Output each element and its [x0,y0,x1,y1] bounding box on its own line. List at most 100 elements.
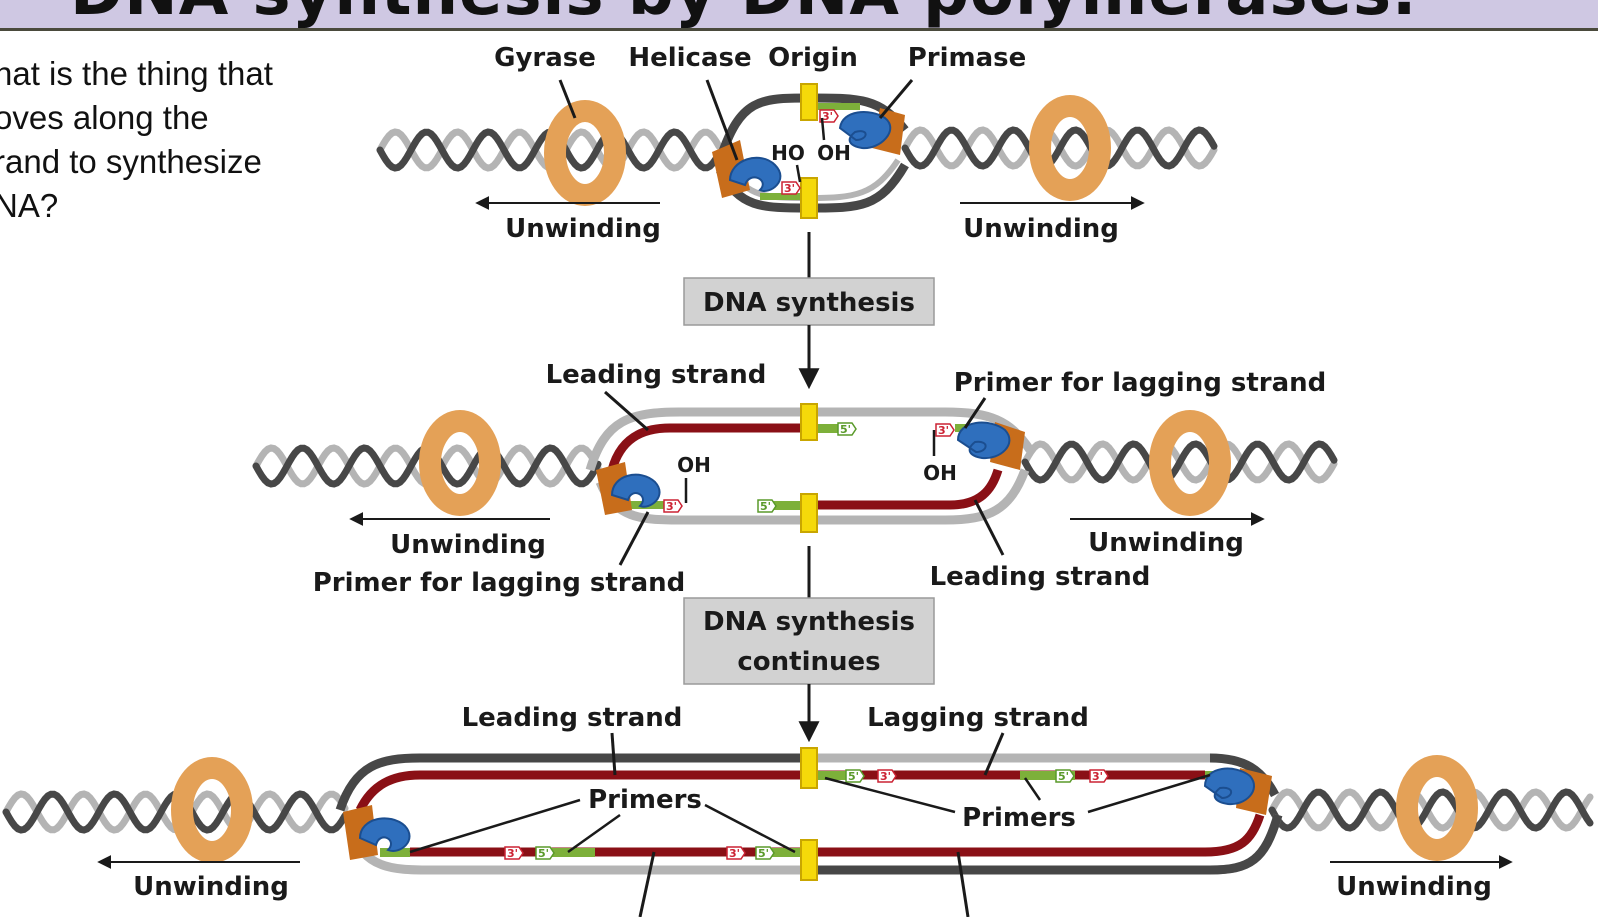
dna-helix [1268,788,1594,832]
svg-text:3': 3' [822,110,833,123]
label-oh: OH [923,461,957,485]
svg-text:5': 5' [758,847,769,860]
origin-marker [800,83,818,121]
five-prime-tag: 5' [1055,769,1075,783]
replication-bubble-bottom-dark [810,813,1283,875]
leader-line [558,79,577,119]
leader-line [1087,773,1211,814]
leader-line [795,164,802,183]
svg-text:5': 5' [760,500,771,513]
leader-line [604,390,649,432]
label-primase: Primase [908,43,1027,73]
leading-strand-new [810,813,1265,857]
step-label: DNA synthesis [703,607,915,637]
leader-line [956,851,970,917]
helicase-complex [712,140,782,198]
five-prime-tag: 5' [757,499,777,513]
label-unwinding: Unwinding [1336,872,1492,902]
helix-strand [1021,440,1338,484]
primase-complex [838,108,905,155]
primer [1020,771,1075,780]
label-unwinding: Unwinding [133,872,289,902]
svg-text:5': 5' [848,770,859,783]
label-origin: Origin [768,43,858,73]
svg-text:3': 3' [1092,770,1103,783]
primer [810,424,850,433]
gyrase-ring [1029,95,1111,201]
primer [770,501,810,510]
gyrase-ring [1149,410,1231,516]
gyrase-ring [171,757,253,863]
label-helicase: Helicase [628,43,751,73]
step-box-dna-synthesis-continues [683,597,935,685]
label-oh: OH [677,453,711,477]
leader-line [1023,777,1042,801]
five-prime-tag: 5' [755,846,775,860]
helicase-complex [1203,767,1272,815]
leader-line [983,732,1005,776]
leader-line [638,851,656,917]
leader-line [704,803,796,854]
svg-text:3': 3' [666,500,677,513]
step-label: DNA synthesis [703,288,915,318]
gyrase-ring [1396,755,1478,861]
stage3-group: 5' 3' 5' 3' 3' 5' 3' 5' [2,703,1594,917]
svg-text:5': 5' [1058,770,1069,783]
label-ho: HO [771,141,805,165]
label-gyrase: Gyrase [494,43,596,73]
slide-title: DNA synthesis by DNA polymerases. [70,0,1417,28]
leader-line [409,798,581,854]
dna-helix [901,126,1218,170]
leading-strand-new [607,423,810,472]
three-prime-tag: 3' [726,846,746,860]
primer [812,771,850,780]
label-lagging-strand: Lagging strand [867,703,1089,733]
question-line: oves along the [0,99,209,136]
primer [760,193,805,200]
leader-line [618,511,650,566]
leader-line [824,776,956,814]
question-text: hat is the thing that oves along the ran… [0,52,324,228]
label-primer-lagging: Primer for lagging strand [313,568,686,598]
primer [815,103,860,110]
leader-line [567,813,621,854]
primer [380,848,410,857]
dna-helix [1021,440,1338,484]
origin-marker [800,403,818,441]
svg-text:5': 5' [538,847,549,860]
label-oh: OH [817,141,851,165]
three-prime-tag: 3' [819,109,839,123]
three-prime-tag: 3' [877,769,897,783]
label-primers: Primers [962,803,1076,833]
gyrase-ring [419,410,501,516]
svg-text:3': 3' [938,424,949,437]
label-leading-strand: Leading strand [930,562,1151,592]
three-prime-tag: 3' [781,181,801,195]
five-prime-tag: 5' [837,422,857,436]
leader-line [610,732,617,776]
origin-marker [800,493,818,533]
stage2-group: 5' 5' 3' 3' Leading strand Primer for la… [252,360,1338,598]
label-primer-lagging: Primer for lagging strand [954,368,1327,398]
origin-marker [800,839,818,881]
helix-strand [1268,788,1594,832]
leader-line [705,79,739,161]
leader-line [820,117,826,141]
five-prime-tag: 5' [535,846,555,860]
three-prime-tag: 3' [935,423,955,437]
primer [545,848,595,857]
label-leading-strand: Leading strand [546,360,767,390]
origin-marker [800,747,818,789]
origin-marker [800,177,818,219]
question-line: NA? [0,187,59,224]
step-box-dna-synthesis [683,277,935,326]
svg-text:3': 3' [784,182,795,195]
stage1-group: 3' 3' Gyrase Helicase Origin Primase HO … [376,43,1218,244]
label-leading-strand: Leading strand [462,703,683,733]
helicase-complex [596,462,661,515]
step-label: continues [737,647,880,677]
leader-line [963,397,987,429]
leading-strand-new [810,468,1003,510]
question-line: hat is the thing that [0,55,273,92]
